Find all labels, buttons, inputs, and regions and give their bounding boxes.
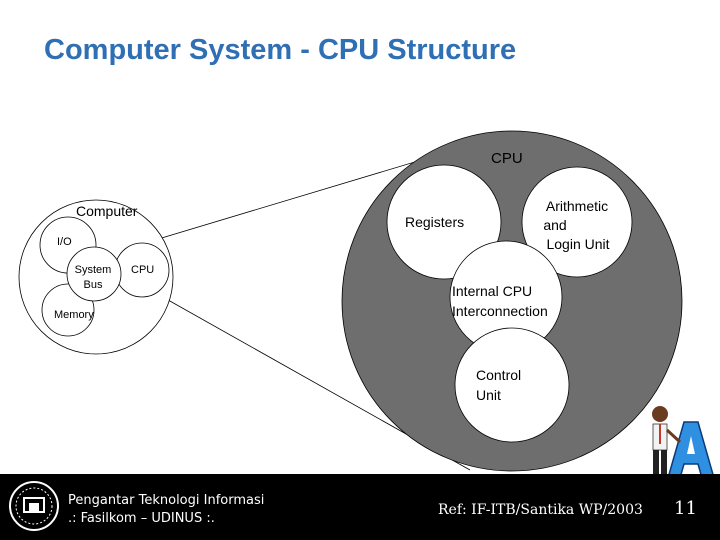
system-bus-label-2: Bus: [84, 279, 103, 291]
system-bus-label-1: System: [75, 264, 112, 276]
alu-circle: [521, 166, 633, 278]
control-unit-label-2: Unit: [476, 387, 501, 403]
registers-label: Registers: [405, 214, 464, 230]
alu-label-3: Login Unit: [546, 236, 609, 252]
interconnect-label-1: Internal CPU: [452, 283, 532, 299]
memory-label: Memory: [54, 309, 94, 321]
page-number: 11: [674, 498, 697, 519]
small-cpu-label: CPU: [131, 264, 154, 276]
system-bus-circle: [66, 246, 122, 302]
control-unit-circle: [454, 327, 570, 443]
interconnect-label-2: Interconnection: [452, 303, 548, 319]
university-seal-icon: [9, 481, 59, 531]
registers-circle: [386, 164, 502, 280]
footer-bar: Pengantar Teknologi Informasi .: Fasilko…: [0, 474, 720, 540]
io-label: I/O: [57, 236, 72, 248]
cpu-big-label: CPU: [491, 150, 523, 167]
slide-title: Computer System - CPU Structure: [44, 34, 517, 66]
footer-course-line-1: Pengantar Teknologi Informasi: [68, 493, 265, 508]
alu-label-1: Arithmetic: [546, 198, 608, 214]
footer-course-line-2: .: Fasilkom – UDINUS :.: [68, 511, 215, 526]
computer-label: Computer: [76, 203, 138, 219]
footer-reference: Ref: IF-ITB/Santika WP/2003: [438, 502, 643, 518]
control-unit-label-1: Control: [476, 367, 521, 383]
alu-label-2: and: [543, 217, 566, 233]
cartoon-mascot-icon: [652, 406, 715, 479]
footer-course-text: Pengantar Teknologi Informasi .: Fasilko…: [68, 492, 264, 528]
